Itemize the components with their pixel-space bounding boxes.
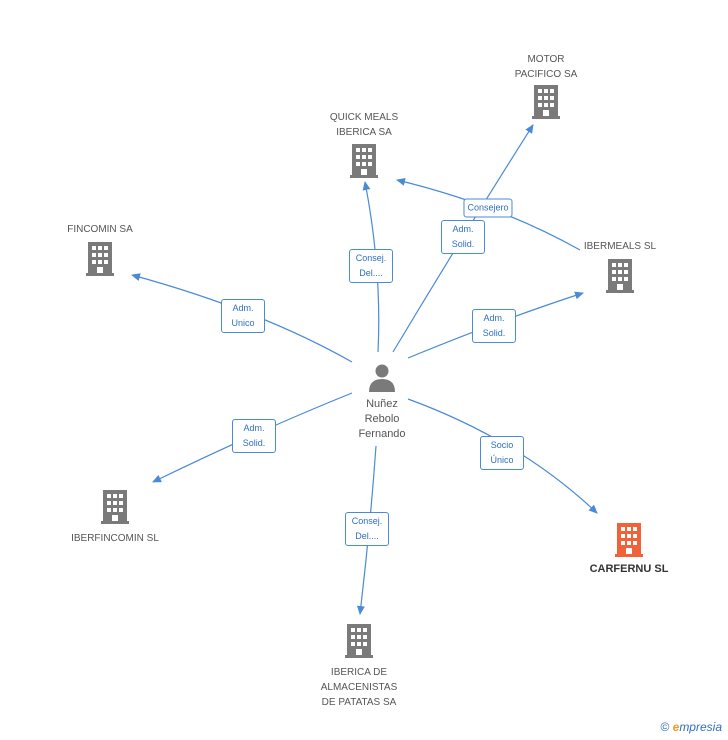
brand-logo-text: mpresia [679, 720, 722, 734]
building-icon-motor[interactable] [532, 85, 560, 119]
edge-label-quick[interactable]: Consej. Del.... [349, 249, 393, 283]
building-icon-almacenistas[interactable] [345, 624, 373, 658]
edge-label-ibermeals[interactable]: Adm. Solid. [472, 309, 516, 343]
company-name-almacenistas[interactable]: IBERICA DE ALMACENISTAS DE PATATAS SA [320, 667, 398, 708]
person-name[interactable]: Nuñez Rebolo Fernando [358, 398, 406, 440]
edge-label-almacenistas[interactable]: Consej. Del.... [345, 512, 389, 546]
building-icon-iberfincomin[interactable] [101, 490, 129, 524]
person-icon[interactable] [369, 364, 395, 393]
edge-label-carfernu[interactable]: Socio Único [480, 436, 524, 470]
company-name-carfernu[interactable]: CARFERNU SL [589, 563, 669, 575]
edge-label-motor[interactable]: Adm. Solid. [441, 220, 485, 254]
company-name-quick[interactable]: QUICK MEALS IBERICA SA [329, 112, 399, 138]
brand-logo-initial: e [672, 720, 680, 734]
edge-label-iberfincomin[interactable]: Adm. Solid. [232, 419, 276, 453]
edge-label-quick[interactable]: Consejero [463, 198, 513, 218]
company-name-ibermeals[interactable]: IBERMEALS SL [583, 241, 657, 252]
copyright-icon: © [660, 720, 670, 734]
company-name-iberfincomin[interactable]: IBERFINCOMIN SL [71, 533, 159, 544]
building-icon-carfernu[interactable] [615, 523, 643, 557]
building-icon-fincomin[interactable] [86, 242, 114, 276]
company-name-fincomin[interactable]: FINCOMIN SA [67, 224, 133, 235]
edge-label-fincomin[interactable]: Adm. Unico [221, 299, 265, 333]
building-icon-quick[interactable] [350, 144, 378, 178]
building-icon-ibermeals[interactable] [606, 259, 634, 293]
brand-footer: © empresia [660, 720, 722, 734]
company-name-motor[interactable]: MOTOR PACIFICO SA [514, 54, 578, 80]
